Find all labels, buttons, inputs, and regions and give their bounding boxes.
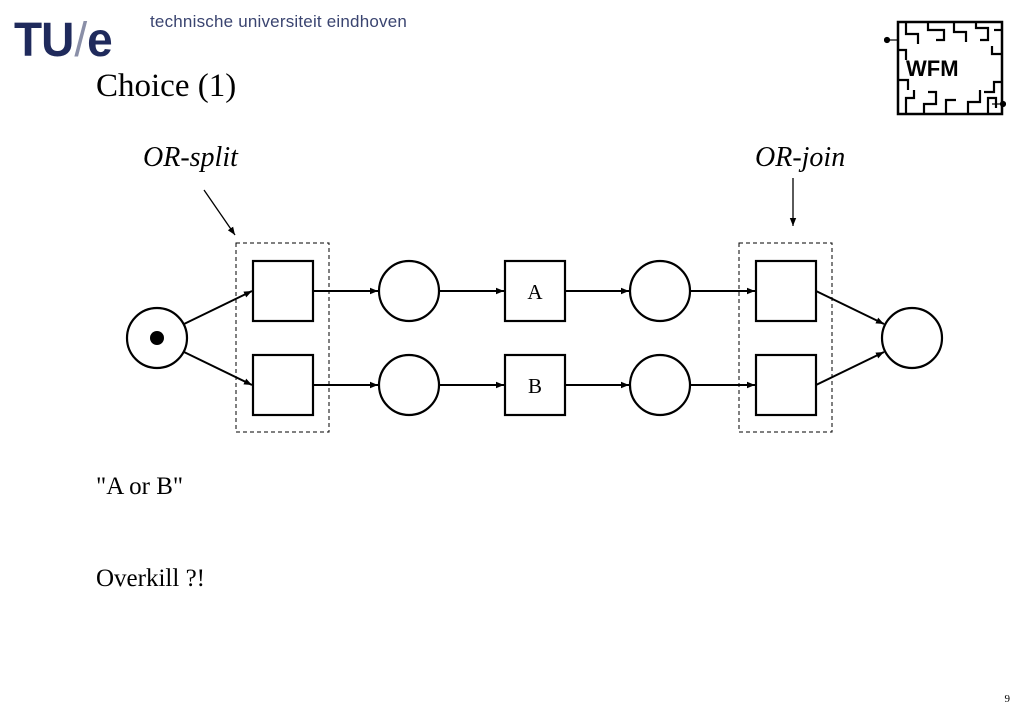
arc-join-bottom-to-end: [815, 351, 885, 386]
split-transition-bottom: [251, 353, 315, 417]
university-name: technische universiteit eindhoven: [150, 12, 408, 31]
place-top-1: [377, 259, 441, 323]
transition-b-label: B: [528, 374, 542, 398]
wfm-logo: WFM: [884, 20, 1006, 116]
place-bottom-1: [377, 353, 441, 417]
or-split-pointer-arrow: [203, 189, 236, 236]
place-top-2: [628, 259, 692, 323]
tue-logo-slash: /: [74, 11, 87, 67]
transition-a-label: A: [527, 280, 543, 304]
wfm-logo-text: WFM: [906, 56, 959, 81]
tue-logo: TU/e: [14, 15, 113, 63]
page-number: 9: [1004, 693, 1011, 705]
tue-logo-e: e: [87, 11, 113, 67]
body-text-overkill: Overkill ?!: [96, 565, 205, 592]
body-text-a-or-b: "A or B": [96, 473, 184, 500]
split-transition-top: [251, 259, 315, 323]
token: [150, 331, 164, 345]
end-place: [880, 306, 944, 370]
or-join-group: [738, 242, 833, 433]
or-split-label: OR-split: [143, 142, 239, 173]
transition-a: [503, 259, 567, 323]
place-bottom-2: [628, 353, 692, 417]
tue-logo-tu: TU: [14, 11, 74, 67]
or-join-label: OR-join: [755, 142, 845, 173]
or-split-group: [235, 242, 330, 433]
arc-start-to-split-bottom: [183, 351, 253, 386]
arc-join-top-to-end: [815, 290, 885, 325]
transition-b: [503, 353, 567, 417]
join-transition-bottom: [754, 353, 818, 417]
slide-title: Choice (1): [96, 68, 237, 104]
join-transition-top: [754, 259, 818, 323]
arc-start-to-split-top: [183, 290, 253, 325]
